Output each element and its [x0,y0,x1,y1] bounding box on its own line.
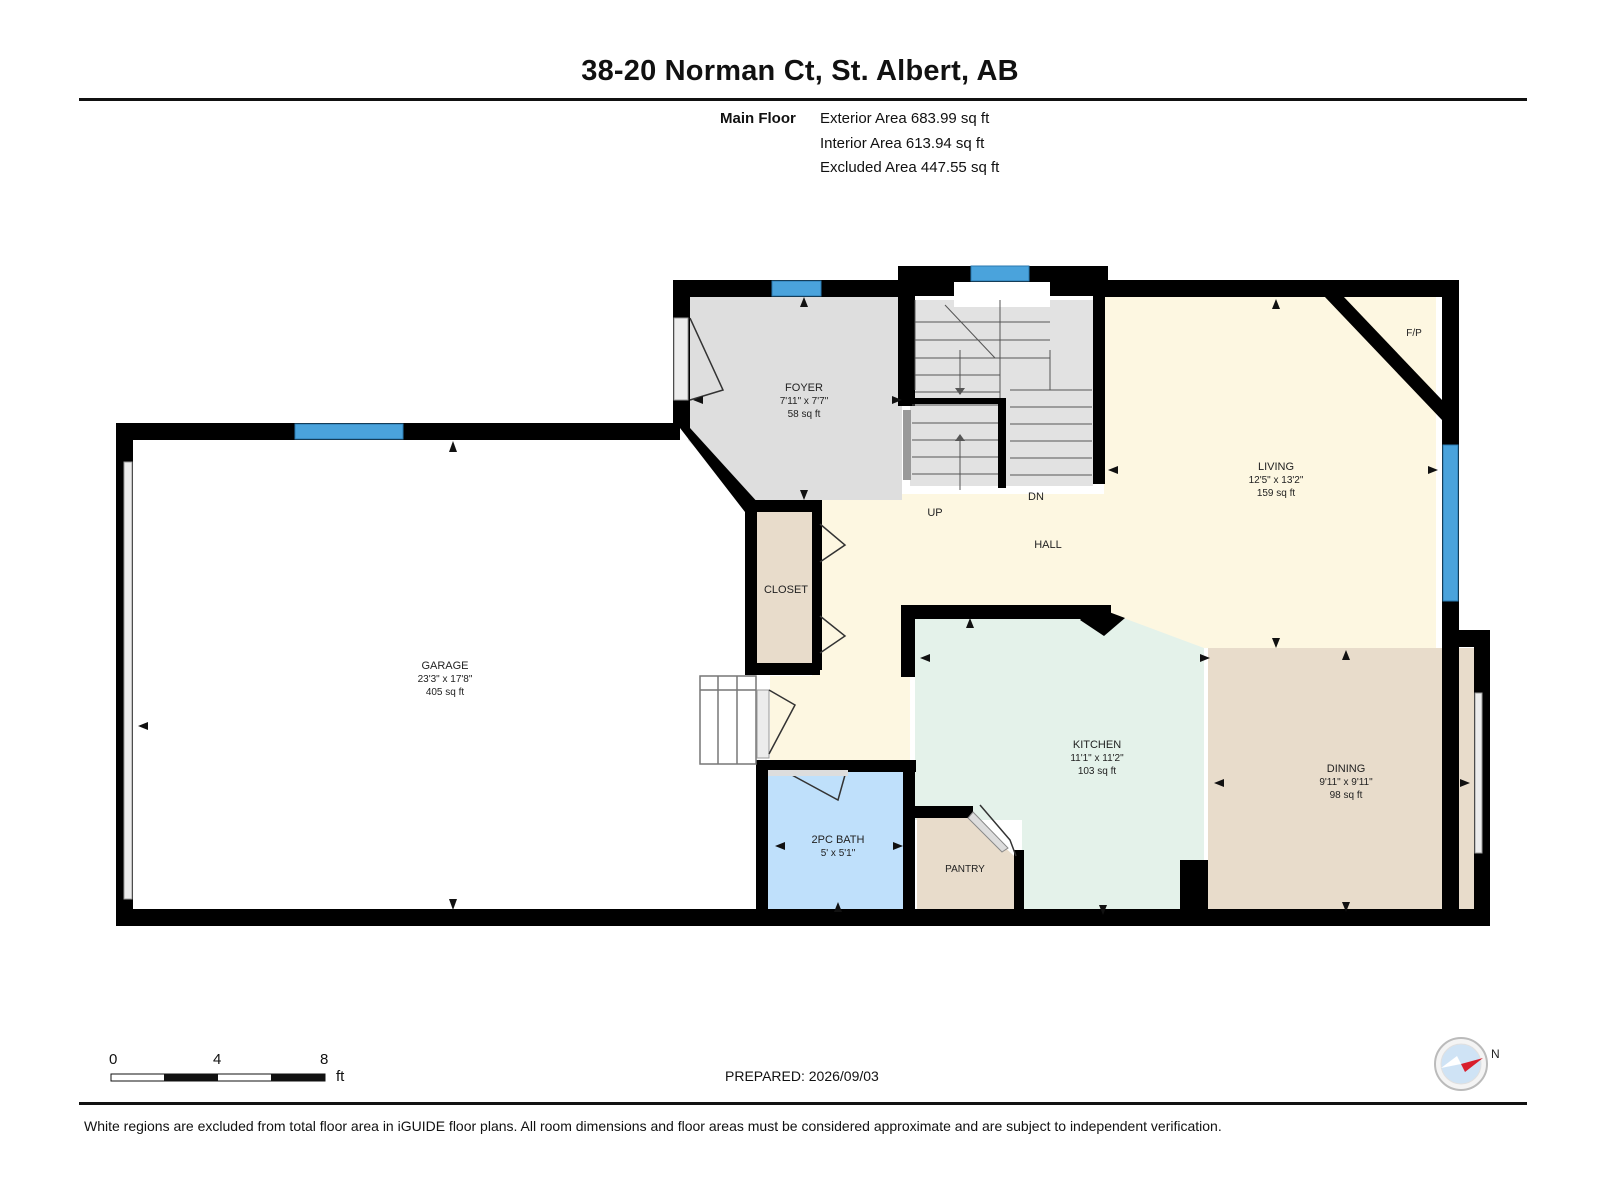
stair-up-arrow [955,434,965,441]
prepared-date: PREPARED: 2026/09/03 [725,1068,879,1084]
excluded-area: Excluded Area 447.55 sq ft [820,159,1000,176]
closet-room [757,510,812,663]
scale-tick-0: 0 [109,1051,118,1068]
stair-down-arrow [955,388,965,395]
dining-name: DINING [1327,763,1366,775]
garage-dims: 23'3" x 17'8" [418,674,473,685]
garage-steps [699,675,757,765]
pantry-room [917,816,1014,915]
footer-divider [79,1102,1527,1105]
bath-room [768,772,903,915]
header-divider [79,98,1527,101]
window-opening [954,282,1050,307]
stair-center-wall [998,398,1006,488]
pantry-name: PANTRY [945,864,985,875]
foyer-name: FOYER [785,382,823,394]
foyer-dims: 7'11" x 7'7" [780,396,829,407]
entry-door-frame [673,317,689,401]
living-area: 159 sq ft [1257,488,1296,499]
stair-divider-wall [905,398,1005,404]
windows [294,265,1459,602]
patio-door [1474,692,1483,854]
scale-bar [110,1073,326,1082]
stairs-down-label: DN [1028,491,1044,503]
dining-area: 98 sq ft [1330,790,1363,801]
living-hall-room [770,292,1436,762]
stair-rail [903,410,911,480]
living-dims: 12'5" x 13'2" [1249,475,1304,486]
hall-name: HALL [1034,539,1062,551]
kitchen-dims: 11'1" x 11'2" [1070,753,1124,764]
kitchen-name: KITCHEN [1073,739,1121,751]
bath-name: 2PC BATH [812,834,865,846]
pantry-door [967,811,1009,853]
dining-room [1208,648,1474,915]
living-name: LIVING [1258,461,1294,473]
compass-north-label: N [1491,1047,1500,1061]
plan-title: 38-20 Norman Ct, St. Albert, AB [581,55,1019,87]
interior-area: Interior Area 613.94 sq ft [820,135,985,152]
disclaimer-text: White regions are excluded from total fl… [84,1118,1222,1134]
scale-tick-8: 8 [320,1051,329,1068]
kitchen-room [915,616,1204,915]
exterior-area: Exterior Area 683.99 sq ft [820,110,990,127]
stairs-up-label: UP [927,507,942,519]
scale-tick-4: 4 [213,1051,222,1068]
door-swings [689,317,1017,857]
bath-dims: 5' x 5'1" [821,848,856,859]
foyer-area: 58 sq ft [788,409,821,420]
garage-door [123,461,133,900]
compass-icon: N [1434,1037,1500,1091]
garage-entry-door-frame [756,689,770,759]
floor-name: Main Floor [720,110,796,127]
garage-name: GARAGE [421,660,468,672]
dimension-arrows [138,297,1470,915]
closet-name: CLOSET [764,584,808,596]
kitchen-area: 103 sq ft [1078,766,1117,777]
bath-door-frame [768,770,848,776]
dining-dims: 9'11" x 9'11" [1319,777,1373,788]
scale-unit: ft [336,1068,345,1085]
garage-room [125,432,748,915]
fireplace-label: F/P [1406,328,1422,339]
foyer-room [688,292,902,500]
garage-area: 405 sq ft [426,687,465,698]
